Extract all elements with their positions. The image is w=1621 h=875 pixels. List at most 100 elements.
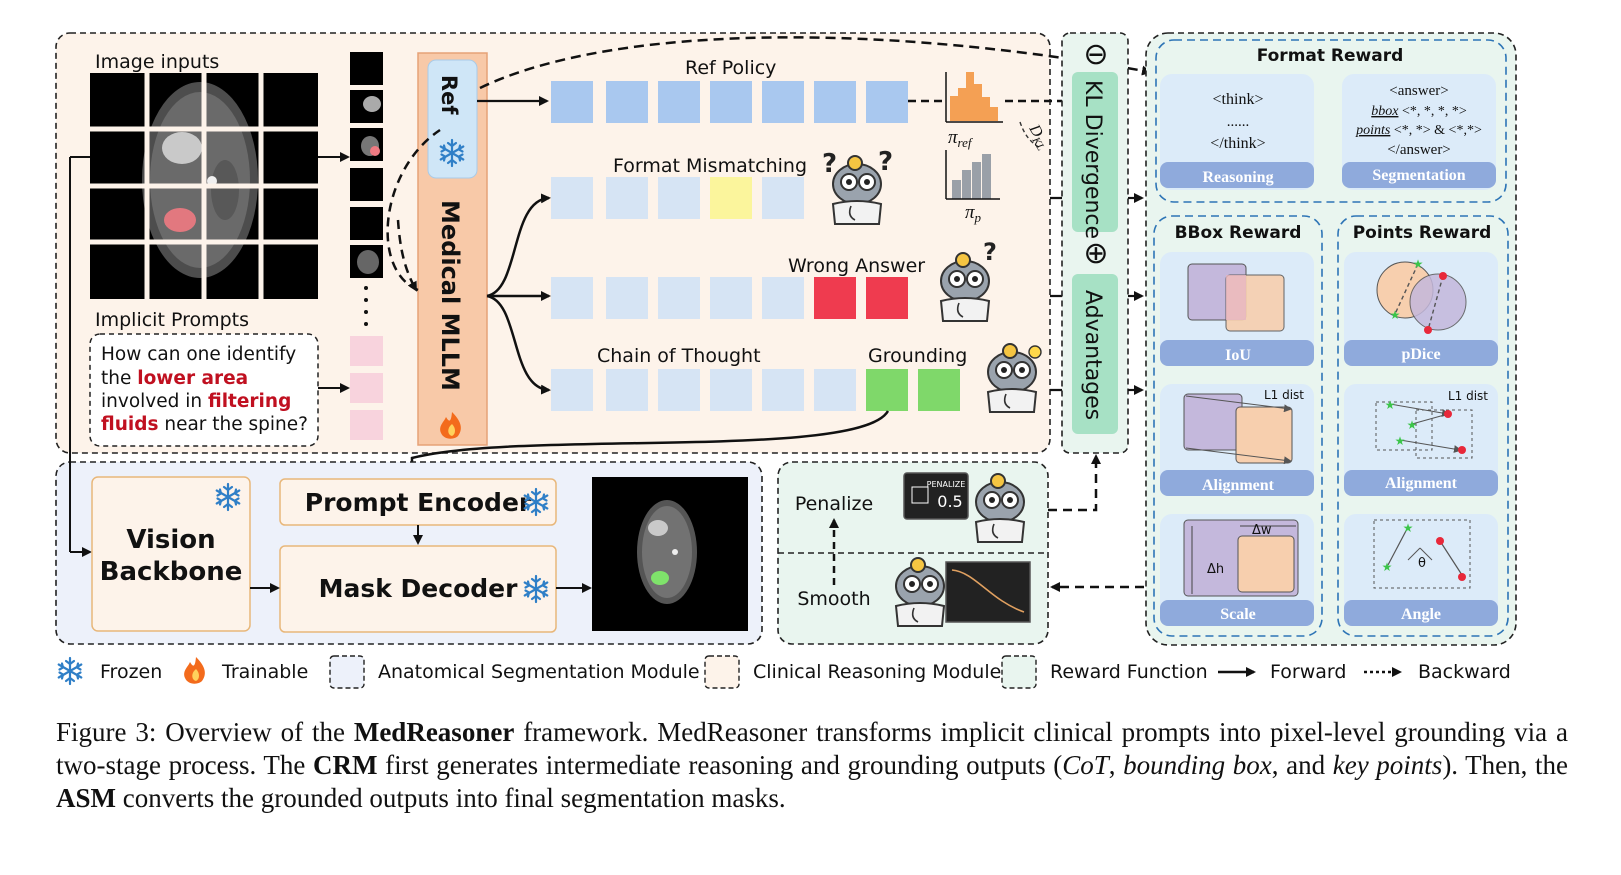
svg-text:★: ★ <box>1403 521 1414 535</box>
angle-theta: θ <box>1418 556 1426 571</box>
vision-label-1: Vision <box>126 525 215 555</box>
image-patch-column <box>350 52 383 440</box>
wrong-answer-tokens <box>551 277 908 319</box>
penalize-board: PENALIZE 0.5 <box>903 472 969 520</box>
think-open: <think> <box>1213 91 1264 108</box>
smooth-curve-board <box>945 561 1031 623</box>
bbox-reward-title: BBox Reward <box>1175 223 1302 243</box>
ref-model-block <box>427 59 478 179</box>
segmentation-label: Segmentation <box>1372 167 1465 184</box>
wrong-answer-label: Wrong Answer <box>788 255 925 277</box>
points-format: points <*, *> & <*,*> <box>1355 123 1482 138</box>
advantages-block <box>1072 274 1118 434</box>
svg-text:★: ★ <box>1395 434 1406 448</box>
mllm-trainable-icon <box>440 412 461 439</box>
pi-p-histogram <box>945 150 1000 200</box>
medreasoner-diagram: Image inputs <box>55 32 1517 689</box>
question-mark-icon: ? <box>983 238 997 266</box>
reasoning-card <box>1160 74 1314 190</box>
chain-of-thought-label: Chain of Thought <box>597 345 761 367</box>
think-close: </think> <box>1210 135 1265 152</box>
legend-frozen-icon <box>57 656 83 686</box>
iou-label: IoU <box>1225 347 1251 364</box>
pdice-label: pDice <box>1401 346 1440 363</box>
angle-label: Angle <box>1401 606 1441 623</box>
svg-text:★: ★ <box>1413 257 1424 271</box>
svg-text:★: ★ <box>1407 418 1418 432</box>
points-reward-box <box>1337 215 1509 637</box>
legend-reward: Reward Function <box>1050 661 1208 683</box>
vision-backbone-block <box>91 476 251 632</box>
legend-crm: Clinical Reasoning Module <box>753 661 1001 683</box>
points-reward-title: Points Reward <box>1353 223 1492 243</box>
scale-label: Scale <box>1220 606 1256 623</box>
points-l1-dist: L1 dist <box>1448 389 1488 403</box>
bbox-l1-dist: L1 dist <box>1264 388 1304 402</box>
legend-backward: Backward <box>1418 661 1511 683</box>
ref-policy-label: Ref Policy <box>685 57 776 79</box>
ref-policy-tokens <box>551 81 908 123</box>
think-dots: ...... <box>1227 114 1250 130</box>
pi-ref-label: πref <box>948 127 974 150</box>
ref-label: Ref <box>437 75 461 115</box>
minus-circle-icon: ⊖ <box>1083 37 1108 72</box>
lightbulb-icon <box>1028 345 1042 359</box>
legend-trainable: Trainable <box>221 661 308 683</box>
legend-trainable-icon <box>184 657 205 684</box>
figure-caption: Figure 3: Overview of the MedReasoner fr… <box>56 717 1569 813</box>
question-mark-icon: ? <box>878 147 893 177</box>
format-mismatching-label: Format Mismatching <box>613 155 807 177</box>
svg-text:fluids near the spine?: fluids near the spine? <box>101 414 308 435</box>
format-reward-box <box>1155 39 1507 203</box>
scale-dh: Δh <box>1207 562 1224 577</box>
question-mark-icon: ? <box>822 149 837 179</box>
kl-divergence-block <box>1072 72 1118 232</box>
pi-ref-histogram <box>945 72 1003 123</box>
bbox-format: bbox <*, *, *, *> <box>1371 104 1467 119</box>
scale-dw: Δw <box>1252 523 1272 538</box>
penalize-sign: PENALIZE <box>927 480 966 489</box>
medical-mllm-label: Medical MLLM <box>436 200 464 391</box>
advantages-label: Advantages <box>1080 290 1105 420</box>
svg-text:★: ★ <box>1390 308 1401 322</box>
svg-text:★: ★ <box>1385 398 1396 412</box>
svg-text:involved in filtering: involved in filtering <box>101 391 291 412</box>
pi-p-label: πp <box>965 202 982 225</box>
prompt-encoder-label: Prompt Encoder <box>305 488 532 517</box>
svg-text:the lower area: the lower area <box>101 368 248 389</box>
image-input-grid <box>90 73 318 299</box>
prompt-box <box>89 333 319 447</box>
answer-close: </answer> <box>1387 142 1451 158</box>
legend-reward-swatch <box>1001 655 1037 689</box>
svg-text:★: ★ <box>1382 560 1393 574</box>
angle-card <box>1344 514 1498 624</box>
grounding-label: Grounding <box>868 345 967 367</box>
legend-asm-swatch <box>329 655 365 689</box>
smooth-label: Smooth <box>797 588 870 610</box>
bbox-reward-box <box>1153 215 1323 637</box>
bbox-alignment-label: Alignment <box>1202 477 1275 494</box>
prompt-line-1: How can one identify <box>101 344 296 365</box>
points-alignment-card <box>1344 384 1498 494</box>
prompt-text: How can one identify the lower area invo… <box>101 344 308 435</box>
penalize-value: 0.5 <box>937 492 962 511</box>
plus-circle-icon: ⊕ <box>1083 236 1108 271</box>
legend-asm: Anatomical Segmentation Module <box>378 661 700 683</box>
format-mismatch-tokens <box>551 177 804 219</box>
penalize-label: Penalize <box>795 493 873 515</box>
segmentation-card <box>1342 74 1496 190</box>
cot-tokens <box>551 369 960 411</box>
output-mask-image <box>592 477 748 631</box>
mask-decoder-label: Mask Decoder <box>319 574 519 603</box>
format-reward-title: Format Reward <box>1257 46 1404 66</box>
implicit-prompts-label: Implicit Prompts <box>95 309 249 331</box>
image-inputs-label: Image inputs <box>95 51 219 73</box>
vision-label-2: Backbone <box>100 557 243 587</box>
legend-crm-swatch <box>704 655 740 689</box>
legend-frozen: Frozen <box>100 661 162 683</box>
reasoning-label: Reasoning <box>1202 169 1273 186</box>
points-alignment-label: Alignment <box>1385 475 1458 492</box>
answer-open: <answer> <box>1389 83 1448 99</box>
legend-forward: Forward <box>1270 661 1346 683</box>
kl-divergence-label: KL Divergence <box>1080 80 1105 239</box>
